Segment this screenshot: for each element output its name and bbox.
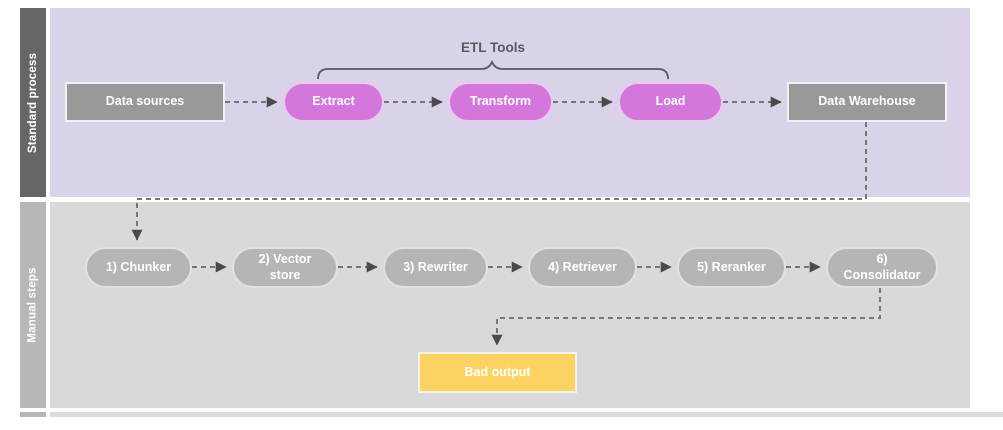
cropped-lane-body-strip (50, 412, 1003, 417)
etl-tools-label: ETL Tools (461, 40, 525, 55)
lane-header-manual-steps: Manual steps (20, 202, 46, 408)
node-label: Load (655, 94, 686, 109)
node-load[interactable]: Load (618, 82, 723, 122)
node-label: Data Warehouse (818, 94, 916, 109)
cropped-lane-header-strip (20, 412, 46, 417)
node-extract[interactable]: Extract (283, 82, 384, 122)
node-label: Transform (469, 94, 532, 109)
node-retriever[interactable]: 4) Retriever (528, 247, 637, 288)
node-label: 1) Chunker (105, 259, 172, 274)
node-label: 3) Rewriter (403, 259, 468, 274)
node-label: Bad output (464, 364, 531, 379)
node-label: 5) Reranker (697, 259, 766, 274)
node-label: 4) Retriever (548, 259, 617, 274)
lane-label-standard-process: Standard process (27, 52, 39, 153)
lane-header-standard-process: Standard process (20, 8, 46, 197)
node-data-warehouse[interactable]: Data Warehouse (787, 82, 947, 122)
node-label: Extract (312, 94, 355, 109)
node-label: 2) Vector store (258, 251, 312, 282)
node-chunker[interactable]: 1) Chunker (85, 247, 192, 288)
node-transform[interactable]: Transform (448, 82, 553, 122)
node-bad-output[interactable]: Bad output (418, 352, 577, 393)
node-label: Data sources (105, 94, 185, 109)
node-consolidator[interactable]: 6) Consolidator (826, 247, 938, 288)
node-rewriter[interactable]: 3) Rewriter (383, 247, 488, 288)
node-reranker[interactable]: 5) Reranker (677, 247, 786, 288)
node-vector-store[interactable]: 2) Vector store (232, 247, 338, 288)
node-data-sources[interactable]: Data sources (65, 82, 225, 122)
lane-label-manual-steps: Manual steps (27, 267, 40, 343)
node-label: 6) Consolidator (843, 251, 921, 282)
